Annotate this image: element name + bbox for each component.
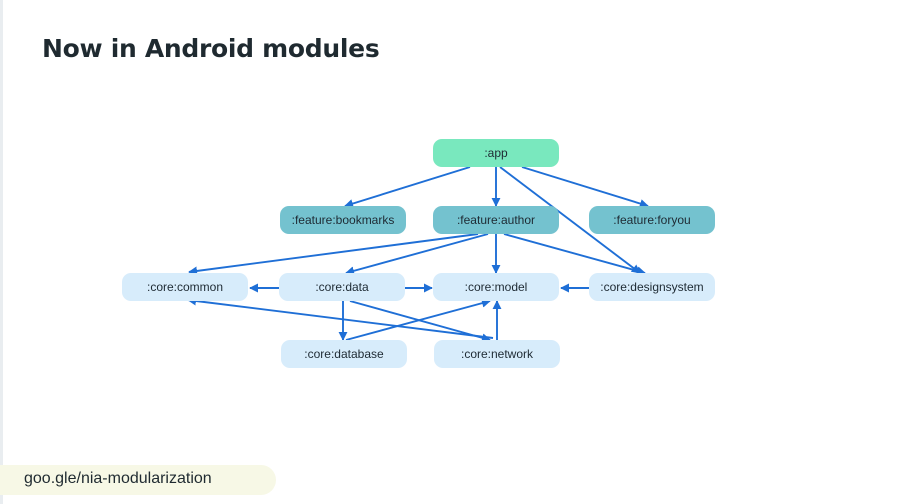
module-node-label: :core:model (465, 280, 528, 294)
module-node-box (434, 340, 560, 368)
module-node-common: :core:common (122, 273, 248, 301)
arrow-author-to-designsystem (503, 233, 646, 276)
module-node-label: :app (484, 146, 508, 160)
module-node-box (433, 206, 559, 234)
arrow-database-to-model (345, 298, 491, 341)
arrow-author-to-common (188, 233, 479, 276)
arrow-author-to-data (345, 233, 489, 276)
slide-edge (0, 0, 3, 504)
arrow-network-to-common (187, 296, 494, 339)
module-node-author: :feature:author (433, 206, 559, 234)
slide-title: Now in Android modules (42, 34, 380, 63)
module-node-box (433, 273, 559, 301)
module-node-box (281, 340, 407, 368)
module-node-label: :core:database (304, 347, 384, 361)
module-node-foryou: :feature:foryou (589, 206, 715, 234)
module-node-label: :feature:author (457, 213, 535, 227)
module-node-label: :feature:foryou (613, 213, 690, 227)
module-node-network: :core:network (434, 340, 560, 368)
module-node-box (279, 273, 405, 301)
module-node-model: :core:model (433, 273, 559, 301)
module-node-data: :core:data (279, 273, 405, 301)
module-node-box (122, 273, 248, 301)
module-node-box (589, 206, 715, 234)
arrow-app-to-foryou (521, 166, 649, 208)
module-node-bookmarks: :feature:bookmarks (280, 206, 406, 234)
module-node-box (280, 206, 406, 234)
arrow-app-to-designsystem (499, 166, 641, 274)
footer-link[interactable]: goo.gle/nia-modularization (24, 470, 212, 487)
module-node-label: :feature:bookmarks (292, 213, 395, 227)
module-node-database: :core:database (281, 340, 407, 368)
module-node-app: :app (433, 139, 559, 167)
module-node-box (589, 273, 715, 301)
dependency-arrows (187, 166, 649, 343)
module-node-box (433, 139, 559, 167)
arrow-app-to-bookmarks (344, 166, 471, 208)
module-node-label: :core:common (147, 280, 223, 294)
module-node-designsystem: :core:designsystem (589, 273, 715, 301)
module-nodes: :app :feature:bookmarks :feature:author :fe… (122, 139, 715, 368)
module-node-label: :core:data (315, 280, 369, 294)
module-node-label: :core:designsystem (600, 280, 703, 294)
module-node-label: :core:network (461, 347, 534, 361)
footer-link-chip (0, 465, 276, 495)
